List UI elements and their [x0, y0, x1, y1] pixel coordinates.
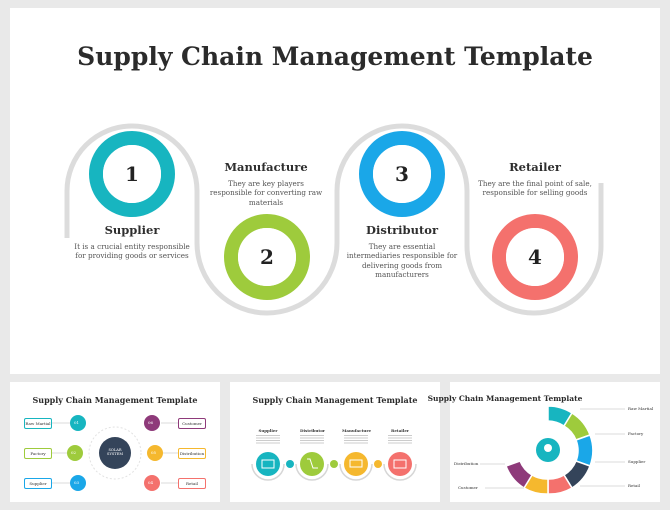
thumbnail-2-title: Supply Chain Management Template: [252, 395, 418, 405]
label-supplier: Supplier: [24, 478, 52, 489]
label-raw-martial: Raw Martial: [24, 418, 52, 429]
step-2-title: Manufacture: [224, 160, 308, 174]
ring-label-retail: Retail: [628, 483, 640, 488]
thumbnail-slide-2[interactable]: Supply Chain Management Template Supplie…: [230, 382, 440, 502]
wave-path-graphic: 1 2 3 4: [64, 123, 604, 316]
ring-label-factory: Factory: [628, 431, 644, 436]
step-label-distributor: Distributor: [300, 428, 326, 433]
placeholder-text-lines: [256, 435, 280, 445]
step-3-title: Distributor: [366, 223, 438, 237]
placeholder-text-lines: [388, 435, 412, 445]
step-label-retailer: Retailer: [391, 428, 409, 433]
step-label-supplier: Supplier: [258, 428, 278, 433]
thumbnail-3-title: Supply Chain Management Template: [427, 394, 583, 403]
node-02: 02: [71, 450, 77, 455]
gift-icon: [388, 452, 412, 476]
ring-diagram: [480, 405, 625, 495]
step-label-manufacture: Manufacture: [342, 428, 371, 433]
label-factory: Factory: [24, 448, 52, 459]
node-06: 06: [148, 420, 154, 425]
hub-center-label: SOLAR SYSTEM: [107, 448, 123, 456]
node-05: 05: [151, 450, 157, 455]
process-diagram: [251, 452, 417, 481]
node-01: 01: [74, 420, 80, 425]
step-4-circle: 4: [492, 214, 578, 300]
step-3-circle: 3: [359, 131, 445, 217]
step-4-title: Retailer: [509, 160, 561, 174]
placeholder-text-lines: [300, 435, 324, 445]
step-2-desc: They are key players responsible for con…: [209, 179, 323, 207]
step-3-desc: They are essential intermediaries respon…: [346, 242, 458, 280]
step-1-circle: 1: [89, 131, 175, 217]
step-3-number: 3: [395, 162, 409, 186]
step-2-circle: 2: [224, 214, 310, 300]
ring-label-raw-martial: Raw Martial: [628, 406, 654, 411]
thumbnail-slide-1[interactable]: Supply Chain Management Template SOLAR S…: [10, 382, 220, 502]
main-slide[interactable]: Supply Chain Management Template 1 2 3 4…: [10, 8, 660, 374]
truck-icon: [344, 452, 368, 476]
node-03: 03: [74, 480, 80, 485]
step-4-desc: They are the final point of sale, respon…: [478, 179, 592, 198]
ring-label-supplier: Supplier: [628, 459, 646, 464]
placeholder-text-lines: [344, 435, 368, 445]
slide-title: Supply Chain Management Template: [77, 42, 593, 71]
ring-label-customer: Customer: [458, 485, 478, 490]
step-1-desc: It is a crucial entity responsible for p…: [74, 242, 190, 261]
label-distribution: Distribution: [178, 448, 206, 459]
step-1-title: Supplier: [104, 223, 160, 237]
label-customer: Customer: [178, 418, 206, 429]
hub-diagram: [40, 415, 185, 491]
step-4-number: 4: [528, 245, 542, 269]
label-retail: Retail: [178, 478, 206, 489]
ring-label-distribution: Distribution: [454, 461, 479, 466]
money-icon: [256, 452, 280, 476]
thumbnail-slide-3[interactable]: Supply Chain Management Template Raw Mar…: [428, 382, 660, 502]
node-04: 04: [148, 480, 154, 485]
step-1-number: 1: [125, 162, 139, 186]
thumbnail-1-title: Supply Chain Management Template: [32, 395, 198, 405]
step-2-number: 2: [260, 245, 274, 269]
